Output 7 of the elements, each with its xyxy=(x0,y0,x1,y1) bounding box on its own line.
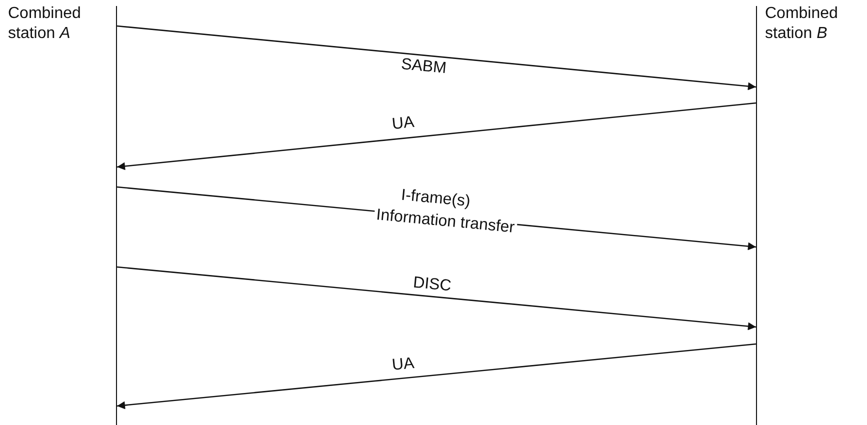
station-label: Combined station A xyxy=(8,4,82,44)
message-arrow xyxy=(116,343,756,410)
message-arrow xyxy=(116,102,756,170)
message-arrow xyxy=(116,266,756,330)
lifeline xyxy=(6,6,117,425)
station-label: Combined station B xyxy=(765,4,839,44)
message-arrow xyxy=(116,25,756,90)
